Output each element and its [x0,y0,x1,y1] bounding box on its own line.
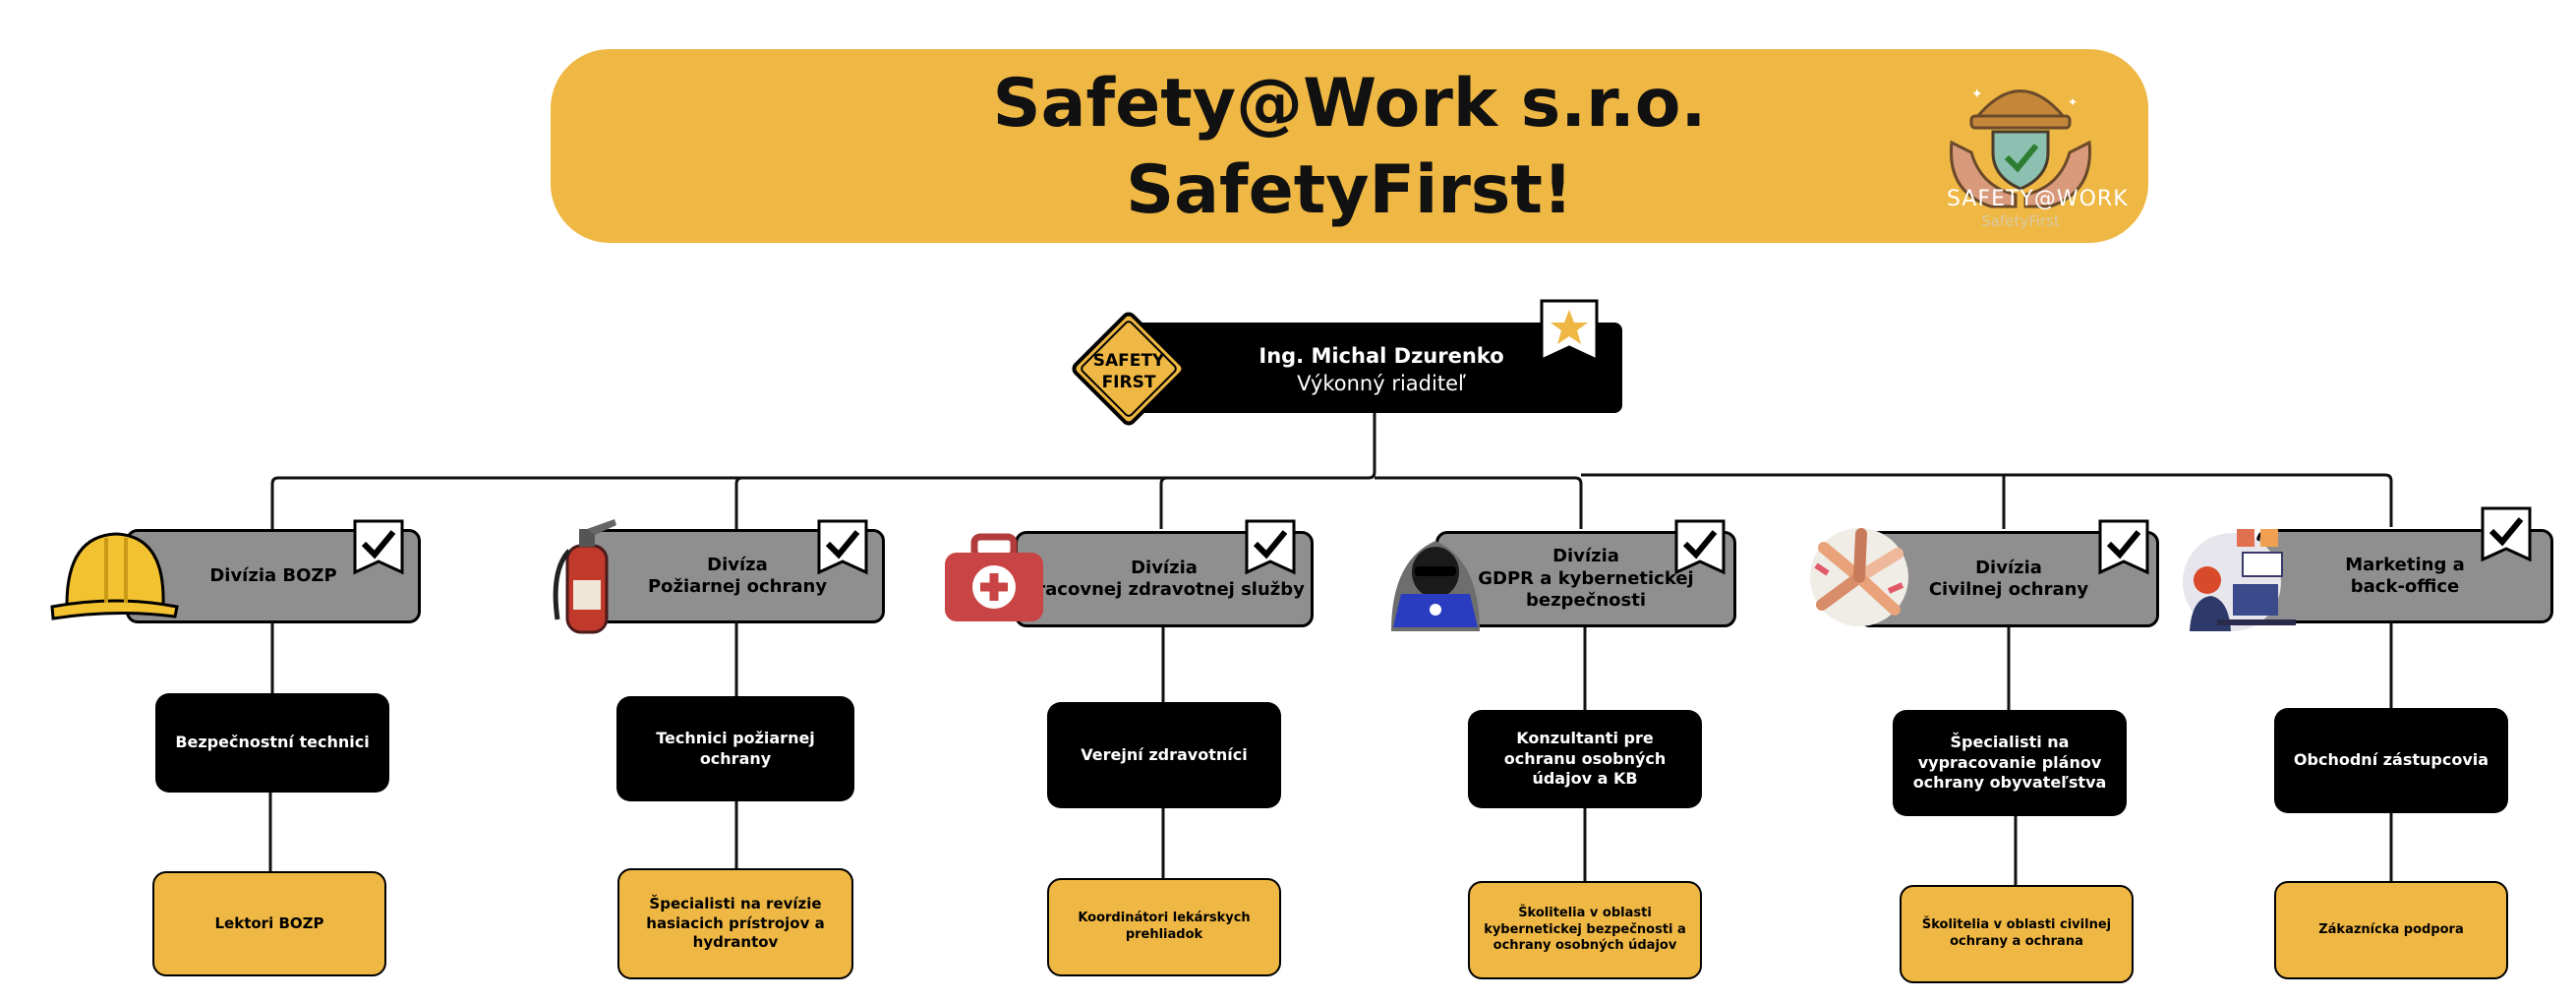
subteam-box: Lektori BOZP [152,871,386,976]
team-name: Technici požiarnej ochrany [656,728,815,768]
checkmark-icon [2481,506,2532,562]
checkmark-icon [2098,519,2149,575]
team-box: Bezpečnostní technici [155,693,389,793]
sign-text-first: FIRST [1102,373,1156,392]
svg-text:✦: ✦ [1971,87,1983,102]
team-name: Konzultanti pre ochranu osobných údajov … [1503,728,1667,789]
header-banner: Safety@Work s.r.o. SafetyFirst! ✦ ✦ SAFE… [551,49,2148,243]
team-name: Bezpečnostní technici [175,733,370,752]
team-box: Konzultanti pre ochranu osobných údajov … [1468,710,1702,808]
executive-role: Výkonný riaditeľ [1297,372,1466,395]
logo-text: SAFETY@WORK [1947,187,2129,211]
team-box: Verejní zdravotníci [1047,702,1281,808]
subteam-box: Školitelia v oblasti kybernetickej bezpe… [1468,881,1702,979]
safety-first-sign-icon: SAFETY FIRST [1072,312,1186,426]
sign-text-safety: SAFETY [1093,351,1165,371]
team-name: Obchodní zástupcovia [2293,750,2489,770]
executive-name: Ing. Michal Dzurenko [1259,344,1504,368]
team-name: Špecialisti na vypracovanie plánov ochra… [1912,732,2107,793]
office-worker-icon [2183,529,2296,631]
division-box-gdpr: Divízia GDPR a kybernetickej bezpečnosti [1435,531,1736,627]
subteam-name: Koordinátori lekárskych prehliadok [1078,911,1251,942]
subteam-name: Špecialisti na revízie hasiacich prístro… [646,895,825,952]
subteam-box: Koordinátori lekárskych prehliadok [1047,878,1281,976]
subteam-name: Zákaznícka podpora [2318,921,2464,937]
division-name: Divízia Pracovnej zdravotnej služby [1024,557,1305,601]
division-name: Marketing a back-office [2345,554,2465,598]
logo-subtext: SafetyFirst [1981,212,2060,230]
joined-hands-icon [1810,528,1908,626]
division-name: Divízia BOZP [209,564,337,586]
team-box: Špecialisti na vypracovanie plánov ochra… [1893,710,2127,816]
team-box: Obchodní zástupcovia [2274,708,2508,813]
first-aid-kit-icon [945,533,1043,621]
checkmark-icon [353,519,404,575]
company-title: Safety@Work s.r.o. [992,65,1707,143]
division-name: Divízia Civilnej ochrany [1928,557,2089,601]
hard-hat-icon [50,532,179,620]
star-icon [1540,299,1599,363]
helmet-hands-shield-icon: ✦ ✦ [1950,87,2091,208]
subteam-name: Školitelia v oblasti kybernetickej bezpe… [1484,905,1686,954]
team-name: Verejní zdravotníci [1081,744,1248,764]
checkmark-icon [817,519,868,575]
company-slogan: SafetyFirst! [1126,151,1573,229]
checkmark-icon [1674,519,1726,575]
fire-extinguisher-icon [553,519,616,634]
team-box: Technici požiarnej ochrany [616,696,854,801]
subteam-name: Školitelia v oblasti civilnej ochrany a … [1921,917,2112,949]
division-name: Divíza Požiarnej ochrany [647,554,828,598]
subteam-box: Špecialisti na revízie hasiacich prístro… [617,868,853,979]
executive-box [1121,323,1622,413]
svg-text:✦: ✦ [2068,95,2078,109]
division-name: Divízia GDPR a kybernetickej bezpečnosti [1478,546,1694,612]
checkmark-icon [1245,519,1296,575]
subteam-name: Lektori BOZP [214,913,324,932]
hacker-laptop-icon [1391,541,1480,631]
subteam-box: Školitelia v oblasti civilnej ochrany a … [1900,885,2134,983]
division-box-marketing: Marketing a back-office [2256,529,2553,623]
subteam-box: Zákaznícka podpora [2274,881,2508,979]
